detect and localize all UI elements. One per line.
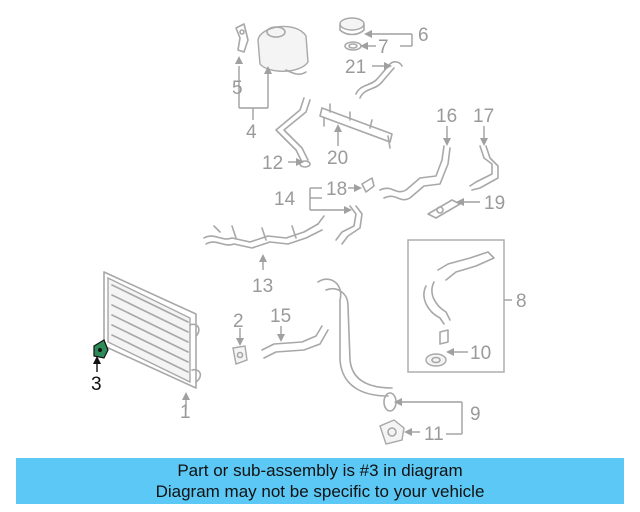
banner-line-2: Diagram may not be specific to your vehi… xyxy=(155,482,485,501)
callout-9[interactable]: 9 xyxy=(470,404,481,425)
cap-seal-part[interactable] xyxy=(344,41,362,51)
pipe-part-17[interactable] xyxy=(469,145,499,191)
leader-arrow-9 xyxy=(394,398,402,406)
callout-10[interactable]: 10 xyxy=(470,343,491,364)
callout-3[interactable]: 3 xyxy=(91,374,102,395)
leader-arrow-1 xyxy=(182,392,190,400)
callout-21[interactable]: 21 xyxy=(345,57,366,78)
callout-18[interactable]: 18 xyxy=(326,179,347,200)
leader-arrow-21 xyxy=(384,62,392,70)
callout-1[interactable]: 1 xyxy=(180,402,191,423)
callout-5[interactable]: 5 xyxy=(232,78,243,99)
info-banner: Part or sub-assembly is #3 in diagram Di… xyxy=(16,458,624,504)
callout-2[interactable]: 2 xyxy=(233,311,244,332)
leader-arrow-6 xyxy=(364,30,372,38)
leader-arrow-15 xyxy=(277,334,285,342)
leader-arrow-19 xyxy=(456,198,464,206)
callout-6[interactable]: 6 xyxy=(418,25,429,46)
reservoir-cap-part[interactable] xyxy=(339,17,365,36)
leader-arrow-5 xyxy=(235,56,243,64)
leader-arrow-10 xyxy=(446,348,454,356)
callout-16[interactable]: 16 xyxy=(436,106,457,127)
support-rail-part[interactable] xyxy=(319,103,393,149)
hose-flange-part[interactable] xyxy=(379,419,405,445)
pipe-part-15[interactable] xyxy=(261,325,329,359)
pipe-part-16[interactable] xyxy=(379,145,451,201)
thermostat-part[interactable] xyxy=(425,329,449,367)
reservoir-bracket-part[interactable] xyxy=(235,23,249,53)
hose-part-21[interactable] xyxy=(355,61,403,99)
leader-arrow-16 xyxy=(443,138,451,146)
callout-14[interactable]: 14 xyxy=(274,189,296,210)
callout-20[interactable]: 20 xyxy=(327,148,348,169)
pipe-part-19[interactable] xyxy=(427,199,461,219)
clip-part-18[interactable] xyxy=(361,177,375,193)
callout-7[interactable]: 7 xyxy=(378,37,389,58)
leader-arrow-7 xyxy=(360,42,368,50)
sub-assembly-frame xyxy=(407,239,505,373)
leader-arrow-2 xyxy=(236,338,244,346)
callout-17[interactable]: 17 xyxy=(473,106,494,127)
callout-13[interactable]: 13 xyxy=(252,276,273,297)
callout-8[interactable]: 8 xyxy=(516,291,527,312)
leader-arrow-5b xyxy=(264,66,272,74)
hose-part-14[interactable] xyxy=(335,205,363,245)
parts-diagram: 1 2 3 5 4 7 6 xyxy=(91,17,527,445)
leader-arrow-12 xyxy=(296,158,304,166)
wiring-harness-part[interactable] xyxy=(203,215,325,249)
callout-15[interactable]: 15 xyxy=(270,306,291,327)
leader-arrow-14 xyxy=(344,206,352,214)
callout-12[interactable]: 12 xyxy=(262,153,283,174)
leader-arrow-17 xyxy=(480,138,488,146)
leader-arrow-20 xyxy=(334,124,342,132)
leader-arrow-18 xyxy=(354,184,362,192)
radiator-hose-part[interactable] xyxy=(317,278,397,412)
radiator-part[interactable] xyxy=(103,271,202,389)
leader-arrow-3 xyxy=(93,356,101,364)
leader-arrow-11 xyxy=(404,428,412,436)
banner-line-1: Part or sub-assembly is #3 in diagram xyxy=(177,461,463,480)
coolant-reservoir-part[interactable] xyxy=(257,25,309,75)
highlighted-part-3[interactable] xyxy=(93,339,109,359)
callout-11[interactable]: 11 xyxy=(424,424,444,445)
bracket-part[interactable] xyxy=(232,345,248,365)
thermostat-housing-part[interactable] xyxy=(423,251,495,325)
callout-19[interactable]: 19 xyxy=(484,193,505,214)
leader-arrow-13 xyxy=(259,254,267,262)
callout-4[interactable]: 4 xyxy=(246,122,257,143)
